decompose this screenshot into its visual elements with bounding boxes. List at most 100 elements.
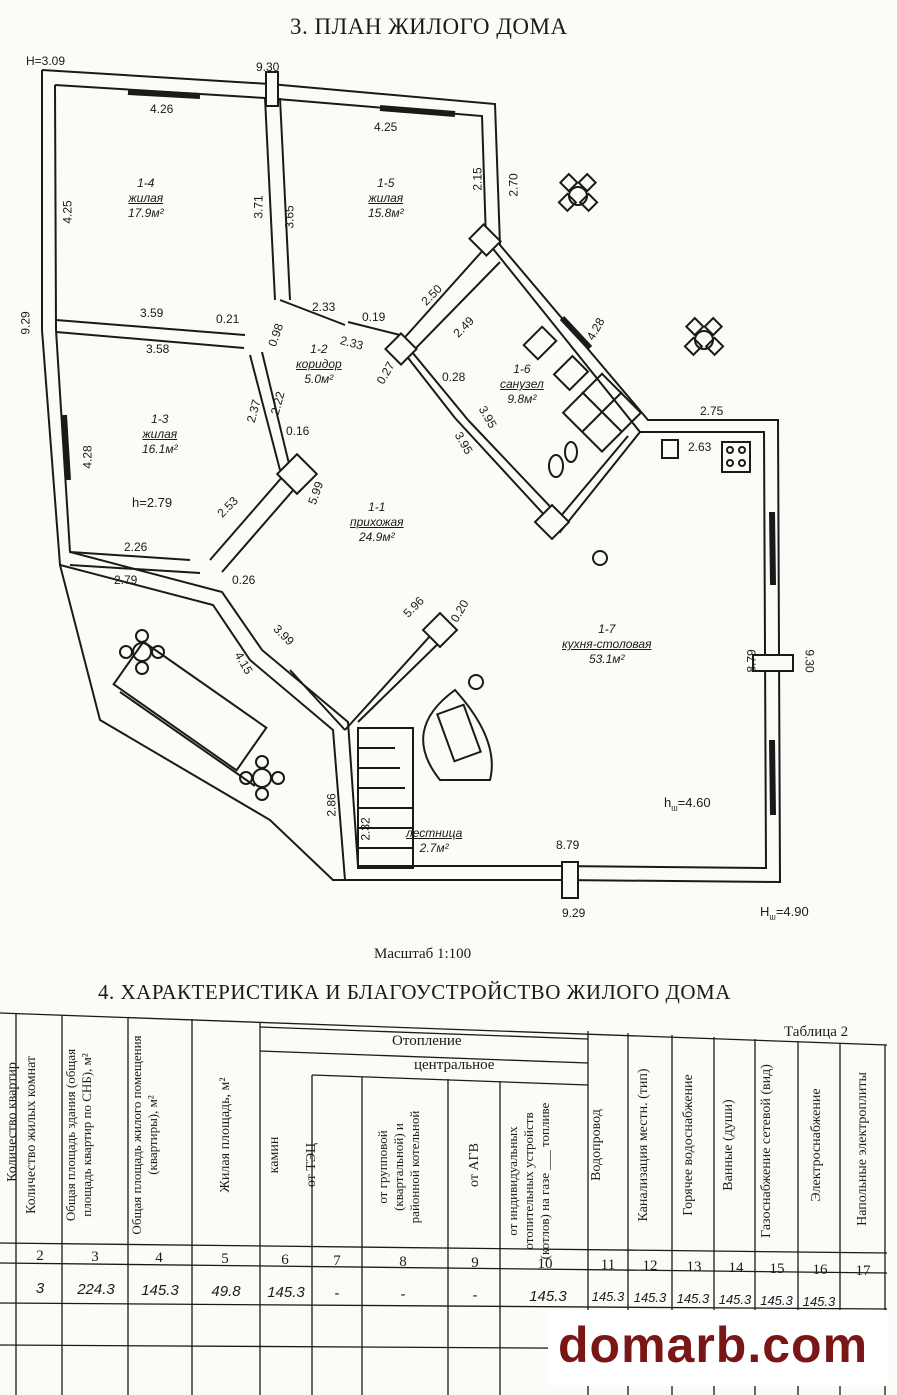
col-header: Газоснабжение сетевой (вид)	[759, 1064, 774, 1238]
dimension: 2.32	[358, 817, 373, 841]
height-top: H=3.09	[26, 54, 66, 68]
table-cell: -	[334, 1285, 340, 1302]
col-header: Напольные электроплиты	[855, 1072, 870, 1226]
col-number: 16	[812, 1262, 828, 1278]
col-number: 10	[537, 1256, 553, 1272]
col-header: Жилая площадь, м²	[218, 1077, 233, 1193]
col-header: Общая площадь здания (общая площадь квар…	[63, 1048, 94, 1222]
col-header: Водопровод	[589, 1109, 604, 1181]
col-header: Электроснабжение	[809, 1088, 824, 1202]
height-kitchen: hш=4.60	[664, 795, 711, 813]
dimension: 2.63	[688, 440, 712, 454]
dimension: 0.16	[286, 424, 310, 438]
tree-icon	[683, 316, 725, 357]
table-cell: 145.3	[676, 1291, 710, 1306]
table-cell: 49.8	[211, 1283, 241, 1300]
col-number: 6	[281, 1252, 289, 1268]
wall-projection	[265, 71, 279, 107]
dimension: 4.25	[60, 200, 75, 224]
table-cell: 145.3	[718, 1292, 752, 1307]
col-header: Количество квартир	[5, 1062, 20, 1182]
dimension: 0.26	[232, 573, 256, 587]
table-cell: 145.3	[141, 1282, 179, 1299]
table-cell: -	[400, 1286, 406, 1303]
col-header: от индивидуальных отопительных устройств…	[505, 1102, 552, 1260]
col-number: 11	[600, 1257, 616, 1273]
col-header: от групповой (квартальной) и районной ко…	[375, 1110, 422, 1224]
table-cell: 145.3	[802, 1294, 836, 1309]
col-number: 17	[855, 1263, 871, 1279]
dimension: 0.21	[216, 312, 240, 326]
dimension: 2.33	[312, 300, 336, 314]
dimension: 2.79	[114, 573, 138, 587]
dimension: 2.70	[506, 173, 521, 197]
col-number: 7	[333, 1253, 341, 1269]
dimension: 9.29	[562, 906, 586, 920]
col-header: Горячее водоснабжение	[681, 1074, 696, 1216]
dimension: 2.15	[470, 167, 485, 191]
table-cell: -	[472, 1287, 478, 1304]
col-number: 13	[686, 1259, 702, 1275]
tree-icon	[557, 172, 599, 213]
watermark: domarb.com	[548, 1310, 888, 1386]
group-central: центральное	[414, 1057, 495, 1073]
dimension: 4.26	[150, 102, 174, 116]
col-number: 4	[155, 1250, 163, 1266]
floor-plan	[41, 69, 794, 899]
dimension: 3.71	[251, 195, 266, 219]
dimension: 9.30	[802, 649, 817, 673]
table-cell: 145.3	[633, 1290, 667, 1305]
height-room: h=2.79	[132, 495, 173, 510]
dimension: 2.75	[700, 404, 724, 418]
col-header: Канализация местн. (тип)	[636, 1068, 651, 1222]
table-cell: 145.3	[529, 1288, 567, 1305]
table-cell: 145.3	[591, 1289, 625, 1304]
col-header: камин	[267, 1136, 282, 1174]
tree-icon	[239, 755, 285, 801]
dimension: 8.79	[744, 649, 759, 673]
col-number: 12	[642, 1258, 658, 1274]
dimension: 9.30	[256, 60, 280, 74]
col-header: Ванные (души)	[721, 1099, 736, 1191]
col-number: 2	[36, 1248, 44, 1264]
dimension: 9.29	[18, 311, 33, 335]
table-cell: 145.3	[760, 1293, 793, 1308]
table-title: 4. ХАРАКТЕРИСТИКА И БЛАГОУСТРОЙСТВО ЖИЛО…	[98, 980, 731, 1004]
col-number: 9	[471, 1255, 479, 1271]
table-caption: Таблица 2	[784, 1024, 849, 1040]
outer-wall	[41, 69, 782, 884]
col-header: Общая площадь жилого помещения (квартиры…	[129, 1035, 160, 1235]
col-number: 15	[769, 1261, 785, 1277]
dimension: 2.86	[324, 793, 339, 817]
dimension: 3.65	[282, 205, 297, 229]
tree-icon	[119, 629, 165, 675]
dimension: 0.19	[362, 310, 386, 324]
col-number: 8	[399, 1254, 407, 1270]
table-cell: 145.3	[267, 1284, 305, 1301]
col-number: 5	[221, 1251, 229, 1267]
dimension: 8.79	[556, 838, 580, 852]
plan-scale: Масштаб 1:100	[374, 946, 472, 962]
col-header: Количество жилых комнат	[24, 1055, 39, 1215]
dimension: 3.58	[146, 342, 170, 356]
col-number: 14	[728, 1260, 744, 1276]
col-number: 3	[91, 1249, 99, 1265]
dimension: 4.25	[374, 120, 398, 134]
col-header: от ТЭЦ	[304, 1142, 319, 1188]
col-header: от АГВ	[467, 1143, 482, 1187]
dimension: 3.59	[140, 306, 164, 320]
height-bottom: Hш=4.90	[760, 904, 809, 922]
dimension: 0.28	[442, 370, 466, 384]
dimension: 4.28	[80, 445, 95, 469]
table-cell: 224.3	[77, 1281, 115, 1298]
plan-title: 3. ПЛАН ЖИЛОГО ДОМА	[290, 14, 568, 39]
outer-wall-inner	[54, 84, 768, 870]
group-heating: Отопление	[392, 1033, 462, 1049]
